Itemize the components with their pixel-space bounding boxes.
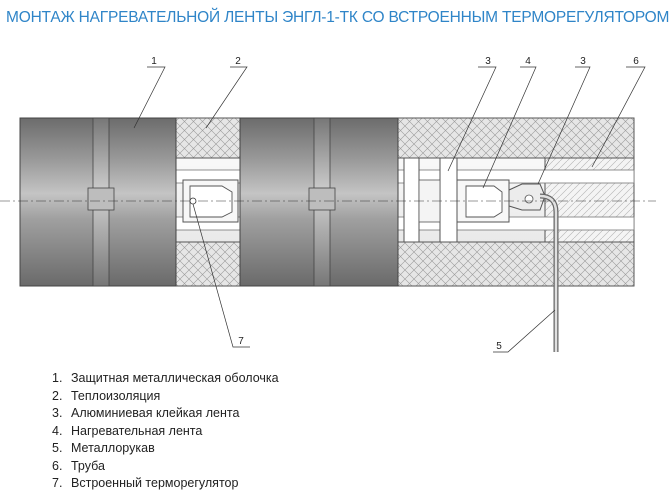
metal-sheath-1 xyxy=(19,117,177,287)
legend-item: 5.Металлорукав xyxy=(52,441,155,455)
callout-3b: 3 xyxy=(580,56,586,67)
leader-lines xyxy=(133,66,646,353)
legend-item: 2.Теплоизоляция xyxy=(52,388,161,403)
thermostat-point xyxy=(189,197,197,205)
page-title: МОНТАЖ НАГРЕВАТЕЛЬНОЙ ЛЕНТЫ ЭНГЛ-1-ТК СО… xyxy=(6,9,669,26)
heating-tape-left xyxy=(182,179,239,223)
metal-hose xyxy=(539,193,559,352)
legend-item: 3.Алюминиевая клейкая лента xyxy=(52,406,240,420)
callout-6: 6 xyxy=(633,56,639,67)
tape-clamp-blocks xyxy=(403,157,458,243)
metal-sheath-2 xyxy=(239,117,399,287)
legend-item: 6.Труба xyxy=(52,458,105,473)
legend-item: 1.Защитная металлическая оболочка xyxy=(52,371,279,385)
legend-item: 7.Встроенный терморегулятор xyxy=(52,476,239,490)
legend-item: 4.Нагревательная лента xyxy=(52,423,203,438)
callout-3a: 3 xyxy=(485,56,491,67)
callout-4: 4 xyxy=(525,56,531,67)
callout-1: 1 xyxy=(151,56,157,67)
callout-5: 5 xyxy=(496,341,502,352)
legend-list: 1.Защитная металлическая оболочка 2.Тепл… xyxy=(52,370,279,493)
callout-2: 2 xyxy=(235,56,241,67)
callout-7: 7 xyxy=(238,336,244,347)
